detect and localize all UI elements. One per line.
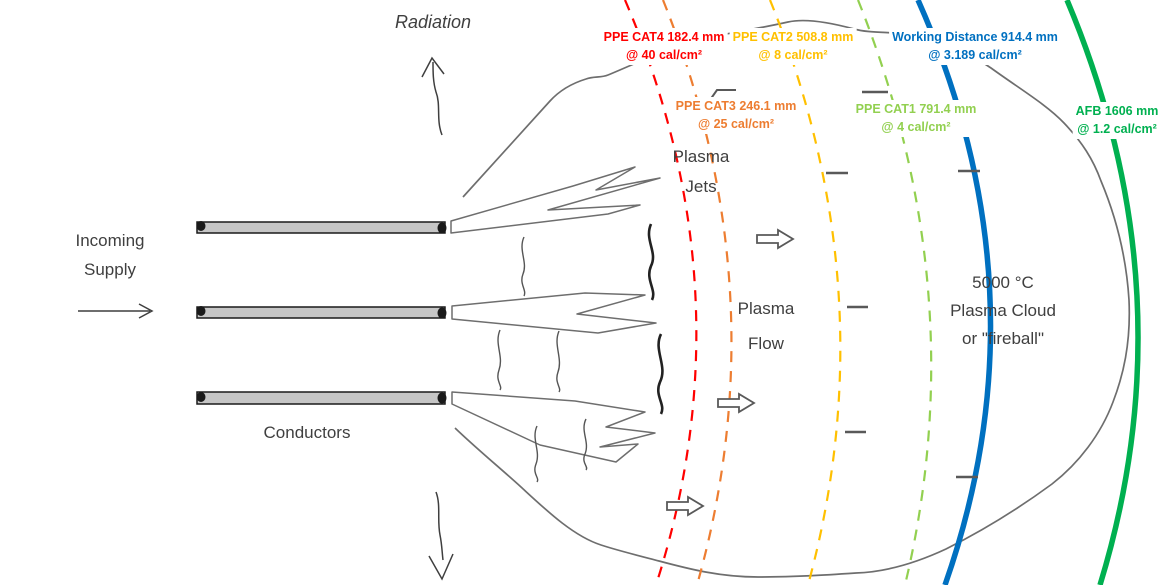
ppe-cat4-label: PPE CAT4 182.4 mm @ 40 cal/cm²	[600, 28, 728, 65]
plasma-jets-group	[450, 166, 661, 463]
conductor-bar	[196, 221, 447, 234]
ppe-cat2-energy: @ 8 cal/cm²	[758, 47, 828, 62]
block-arrow-icon	[666, 495, 705, 517]
plasma-flow-arrows	[666, 228, 795, 517]
incoming-supply-label: Incoming Supply	[76, 226, 145, 284]
ppe-cat1-energy: @ 4 cal/cm²	[881, 119, 951, 134]
working-distance-label: Working Distance 914.4 mm @ 3.189 cal/cm…	[889, 28, 1061, 65]
conductors-label: Conductors	[263, 423, 351, 442]
plasma-flow-line1: Plasma	[737, 299, 795, 318]
supply-arrowhead	[138, 303, 154, 319]
squiggle	[556, 330, 561, 393]
squiggle	[497, 329, 502, 391]
plasma-jets-label: Plasma Jets	[673, 142, 730, 202]
plasma-cloud-line2: Plasma Cloud	[950, 301, 1056, 320]
radiation-arrowhead	[421, 56, 445, 78]
radiation-label: Radiation	[394, 12, 472, 32]
ppe-cat4-distance: PPE CAT4 182.4 mm	[603, 30, 725, 44]
ppe-cat2-label: PPE CAT2 508.8 mm @ 8 cal/cm²	[729, 28, 857, 65]
arc-tick-marks	[826, 90, 980, 479]
incoming-supply-arrow	[78, 303, 154, 319]
conductor-bar	[196, 391, 447, 405]
plasma-jets-line1: Plasma	[672, 147, 730, 166]
squiggle	[534, 425, 539, 483]
plasma-jet	[450, 166, 661, 234]
afb-label: AFB 1606 mm @ 1.2 cal/cm²	[1072, 102, 1162, 139]
plasma-jets-line2: Jets	[685, 177, 717, 196]
ppe-cat2-distance: PPE CAT2 508.8 mm	[732, 30, 854, 44]
afb-distance: AFB 1606 mm	[1075, 104, 1159, 118]
plasma-jet	[451, 292, 657, 334]
ppe-cat1-distance: PPE CAT1 791.4 mm	[855, 102, 977, 116]
working-distance-value: Working Distance 914.4 mm	[892, 30, 1058, 44]
ppe-cat1-label: PPE CAT1 791.4 mm @ 4 cal/cm²	[852, 100, 980, 137]
plasma-flow-label: Plasma Flow	[738, 291, 795, 361]
working-distance-energy: @ 3.189 cal/cm²	[928, 47, 1022, 62]
ppe-cat4-energy: @ 40 cal/cm²	[625, 47, 703, 62]
ppe-cat3-energy: @ 25 cal/cm²	[697, 116, 775, 131]
radiation-arrow-up	[421, 56, 445, 136]
conductor-bar	[196, 306, 447, 319]
squiggle	[521, 236, 526, 297]
radiation-arrowhead	[428, 553, 454, 581]
ppe-cat3-label: PPE CAT3 246.1 mm @ 25 cal/cm²	[672, 97, 800, 134]
ppe-cat3-distance: PPE CAT3 246.1 mm	[675, 99, 797, 113]
working-distance-arc	[915, 0, 994, 585]
afb-energy: @ 1.2 cal/cm²	[1077, 121, 1157, 136]
ppe-cat4-boundary-arc	[623, 0, 698, 585]
incoming-supply-line1: Incoming	[75, 231, 145, 250]
ppe-cat1-boundary-arc	[856, 0, 933, 585]
plasma-flow-line2: Flow	[748, 334, 784, 353]
ppe-cat2-boundary-arc	[768, 0, 842, 585]
incoming-supply-line2: Supply	[84, 260, 136, 279]
block-arrow-icon	[756, 228, 795, 250]
squiggle	[583, 418, 588, 471]
ppe-cat3-boundary-arc	[661, 0, 733, 585]
heat-squiggles	[497, 223, 664, 483]
afb-boundary-arc	[1064, 0, 1141, 585]
block-arrow-icon	[717, 392, 756, 414]
squiggle	[647, 223, 655, 301]
radiation-arrow-shaft	[432, 61, 443, 136]
radiation-arrow-shaft	[435, 491, 444, 561]
conductors-group	[196, 221, 447, 405]
squiggle	[657, 333, 664, 415]
plasma-cloud-line3: or "fireball"	[961, 329, 1044, 348]
plasma-jet	[451, 391, 656, 463]
plasma-cloud-label: 5000 °C Plasma Cloud or "fireball"	[950, 269, 1056, 353]
radiation-arrow-down	[428, 491, 454, 581]
plasma-cloud-line1: 5000 °C	[972, 273, 1034, 292]
